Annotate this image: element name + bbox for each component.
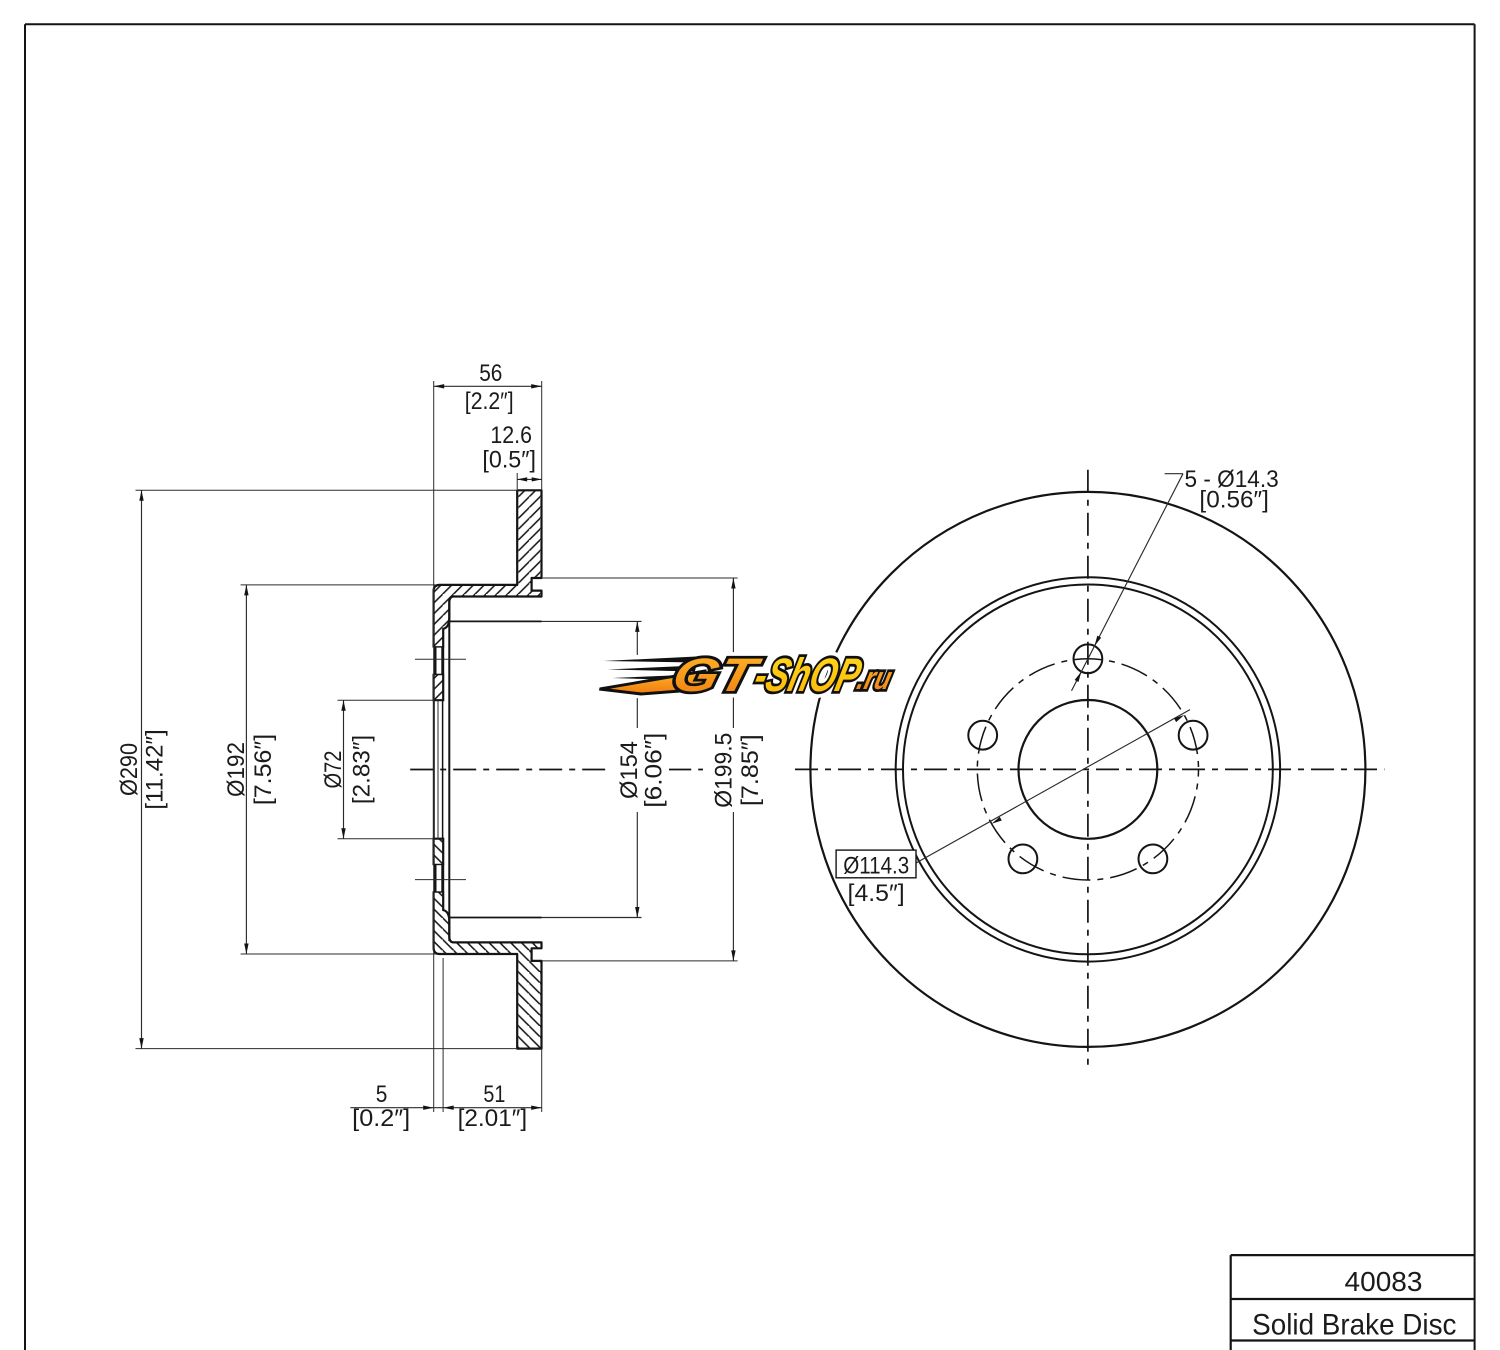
svg-text:-ShOP: -ShOP: [749, 650, 866, 702]
svg-text:[11.42″]: [11.42″]: [142, 729, 169, 809]
svg-text:[2.83″]: [2.83″]: [349, 735, 376, 804]
svg-text:[0.5″]: [0.5″]: [482, 447, 536, 474]
svg-text:-ShOP: -ShOP: [749, 650, 866, 702]
svg-text:Solid Brake Disc: Solid Brake Disc: [1252, 1309, 1456, 1342]
svg-text:5 - Ø14.3: 5 - Ø14.3: [1185, 466, 1279, 493]
svg-text:51: 51: [483, 1081, 505, 1108]
svg-text:[0.56″]: [0.56″]: [1199, 486, 1269, 513]
svg-text:[2.01″]: [2.01″]: [458, 1105, 528, 1132]
svg-text:[7.56″]: [7.56″]: [250, 734, 277, 805]
svg-text:40083: 40083: [1345, 1266, 1423, 1297]
svg-text:[4.5″]: [4.5″]: [848, 880, 905, 907]
svg-text:Ø290: Ø290: [116, 743, 143, 796]
svg-text:Ø114.3: Ø114.3: [843, 853, 909, 880]
svg-text:56: 56: [479, 360, 502, 387]
svg-text:[6.06″]: [6.06″]: [641, 733, 668, 808]
svg-text:Ø72: Ø72: [320, 751, 347, 789]
svg-text:[0.2″]: [0.2″]: [352, 1105, 410, 1132]
svg-text:[2.2″]: [2.2″]: [465, 388, 514, 415]
svg-text:Ø199.5: Ø199.5: [710, 733, 737, 808]
svg-text:5: 5: [376, 1081, 388, 1108]
svg-text:Ø192: Ø192: [223, 742, 250, 797]
svg-text:[7.85″]: [7.85″]: [737, 734, 764, 806]
svg-text:12.6: 12.6: [490, 422, 532, 449]
svg-text:Ø154: Ø154: [616, 741, 643, 799]
